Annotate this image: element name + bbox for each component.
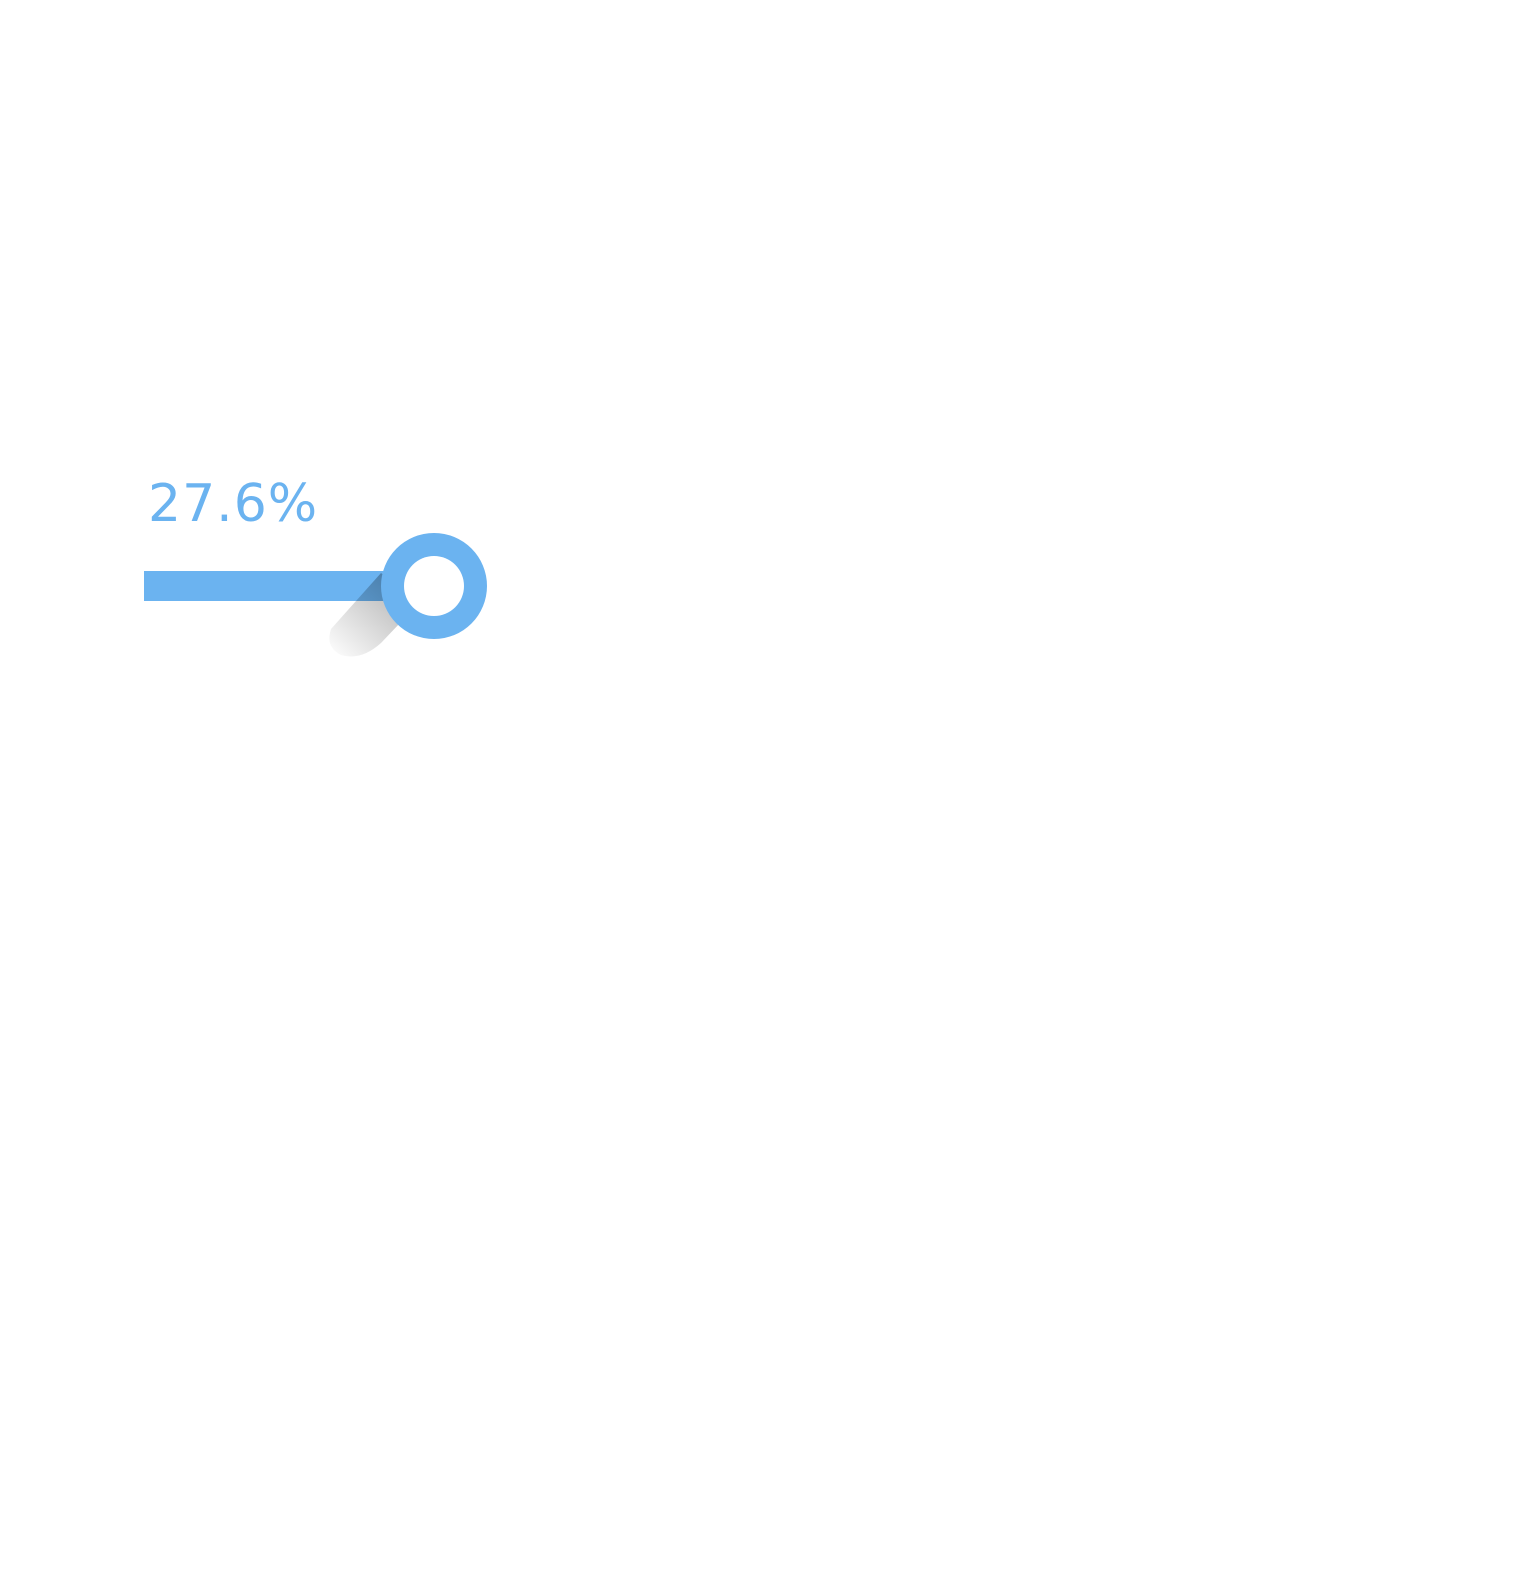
slider-thumb-center: [403, 556, 464, 616]
slider-thumb[interactable]: [329, 533, 487, 657]
slider-value-label: 27.6%: [148, 474, 319, 534]
